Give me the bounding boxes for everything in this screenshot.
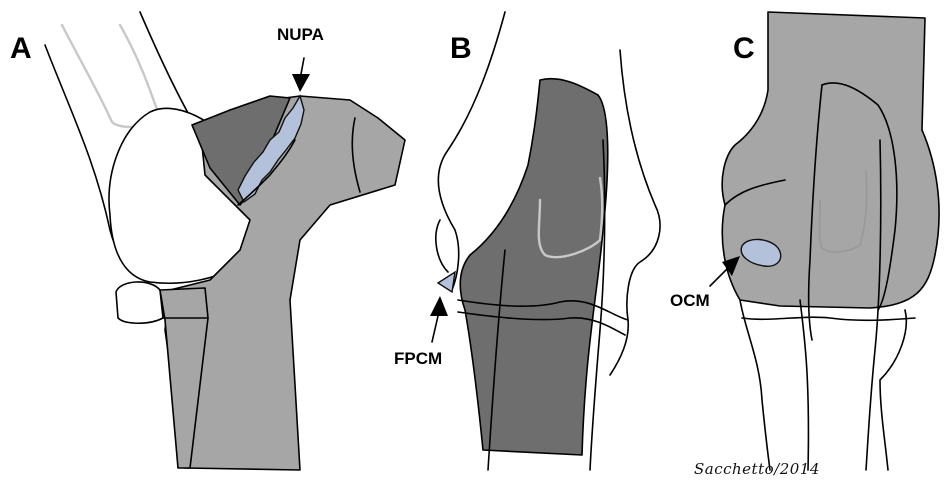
panel-b: B FPCM bbox=[394, 12, 660, 470]
capitulum-edge-b bbox=[436, 220, 448, 272]
lateral-edge-c bbox=[880, 310, 906, 470]
humerus-edge-right-b bbox=[620, 50, 660, 320]
humerus-inner-contour-a bbox=[62, 25, 160, 127]
ocm-label: OCM bbox=[670, 291, 710, 310]
forearm-line-c bbox=[800, 300, 808, 470]
radius-outline-c bbox=[740, 300, 770, 470]
panel-letter-a: A bbox=[10, 32, 32, 65]
panel-letter-c: C bbox=[733, 32, 755, 65]
ocm-arrow-shaft bbox=[710, 269, 727, 286]
nupa-label: NUPA bbox=[277, 25, 324, 44]
author-signature: Sacchetto/2014 bbox=[694, 460, 820, 478]
ulna-body-b bbox=[460, 79, 607, 455]
radius-head-a bbox=[116, 282, 163, 323]
nupa-arrow bbox=[292, 74, 310, 92]
fpcm-arrow bbox=[430, 296, 448, 316]
panel-a: A NUPA bbox=[10, 12, 405, 470]
fpcm-lesion bbox=[438, 272, 455, 292]
fpcm-arrow-shaft bbox=[432, 316, 438, 342]
joint-line-c bbox=[742, 317, 915, 320]
panel-c: C OCM bbox=[670, 12, 939, 470]
nupa-arrow-shaft bbox=[301, 58, 304, 74]
fpcm-label: FPCM bbox=[394, 349, 442, 368]
panel-letter-b: B bbox=[450, 32, 472, 65]
